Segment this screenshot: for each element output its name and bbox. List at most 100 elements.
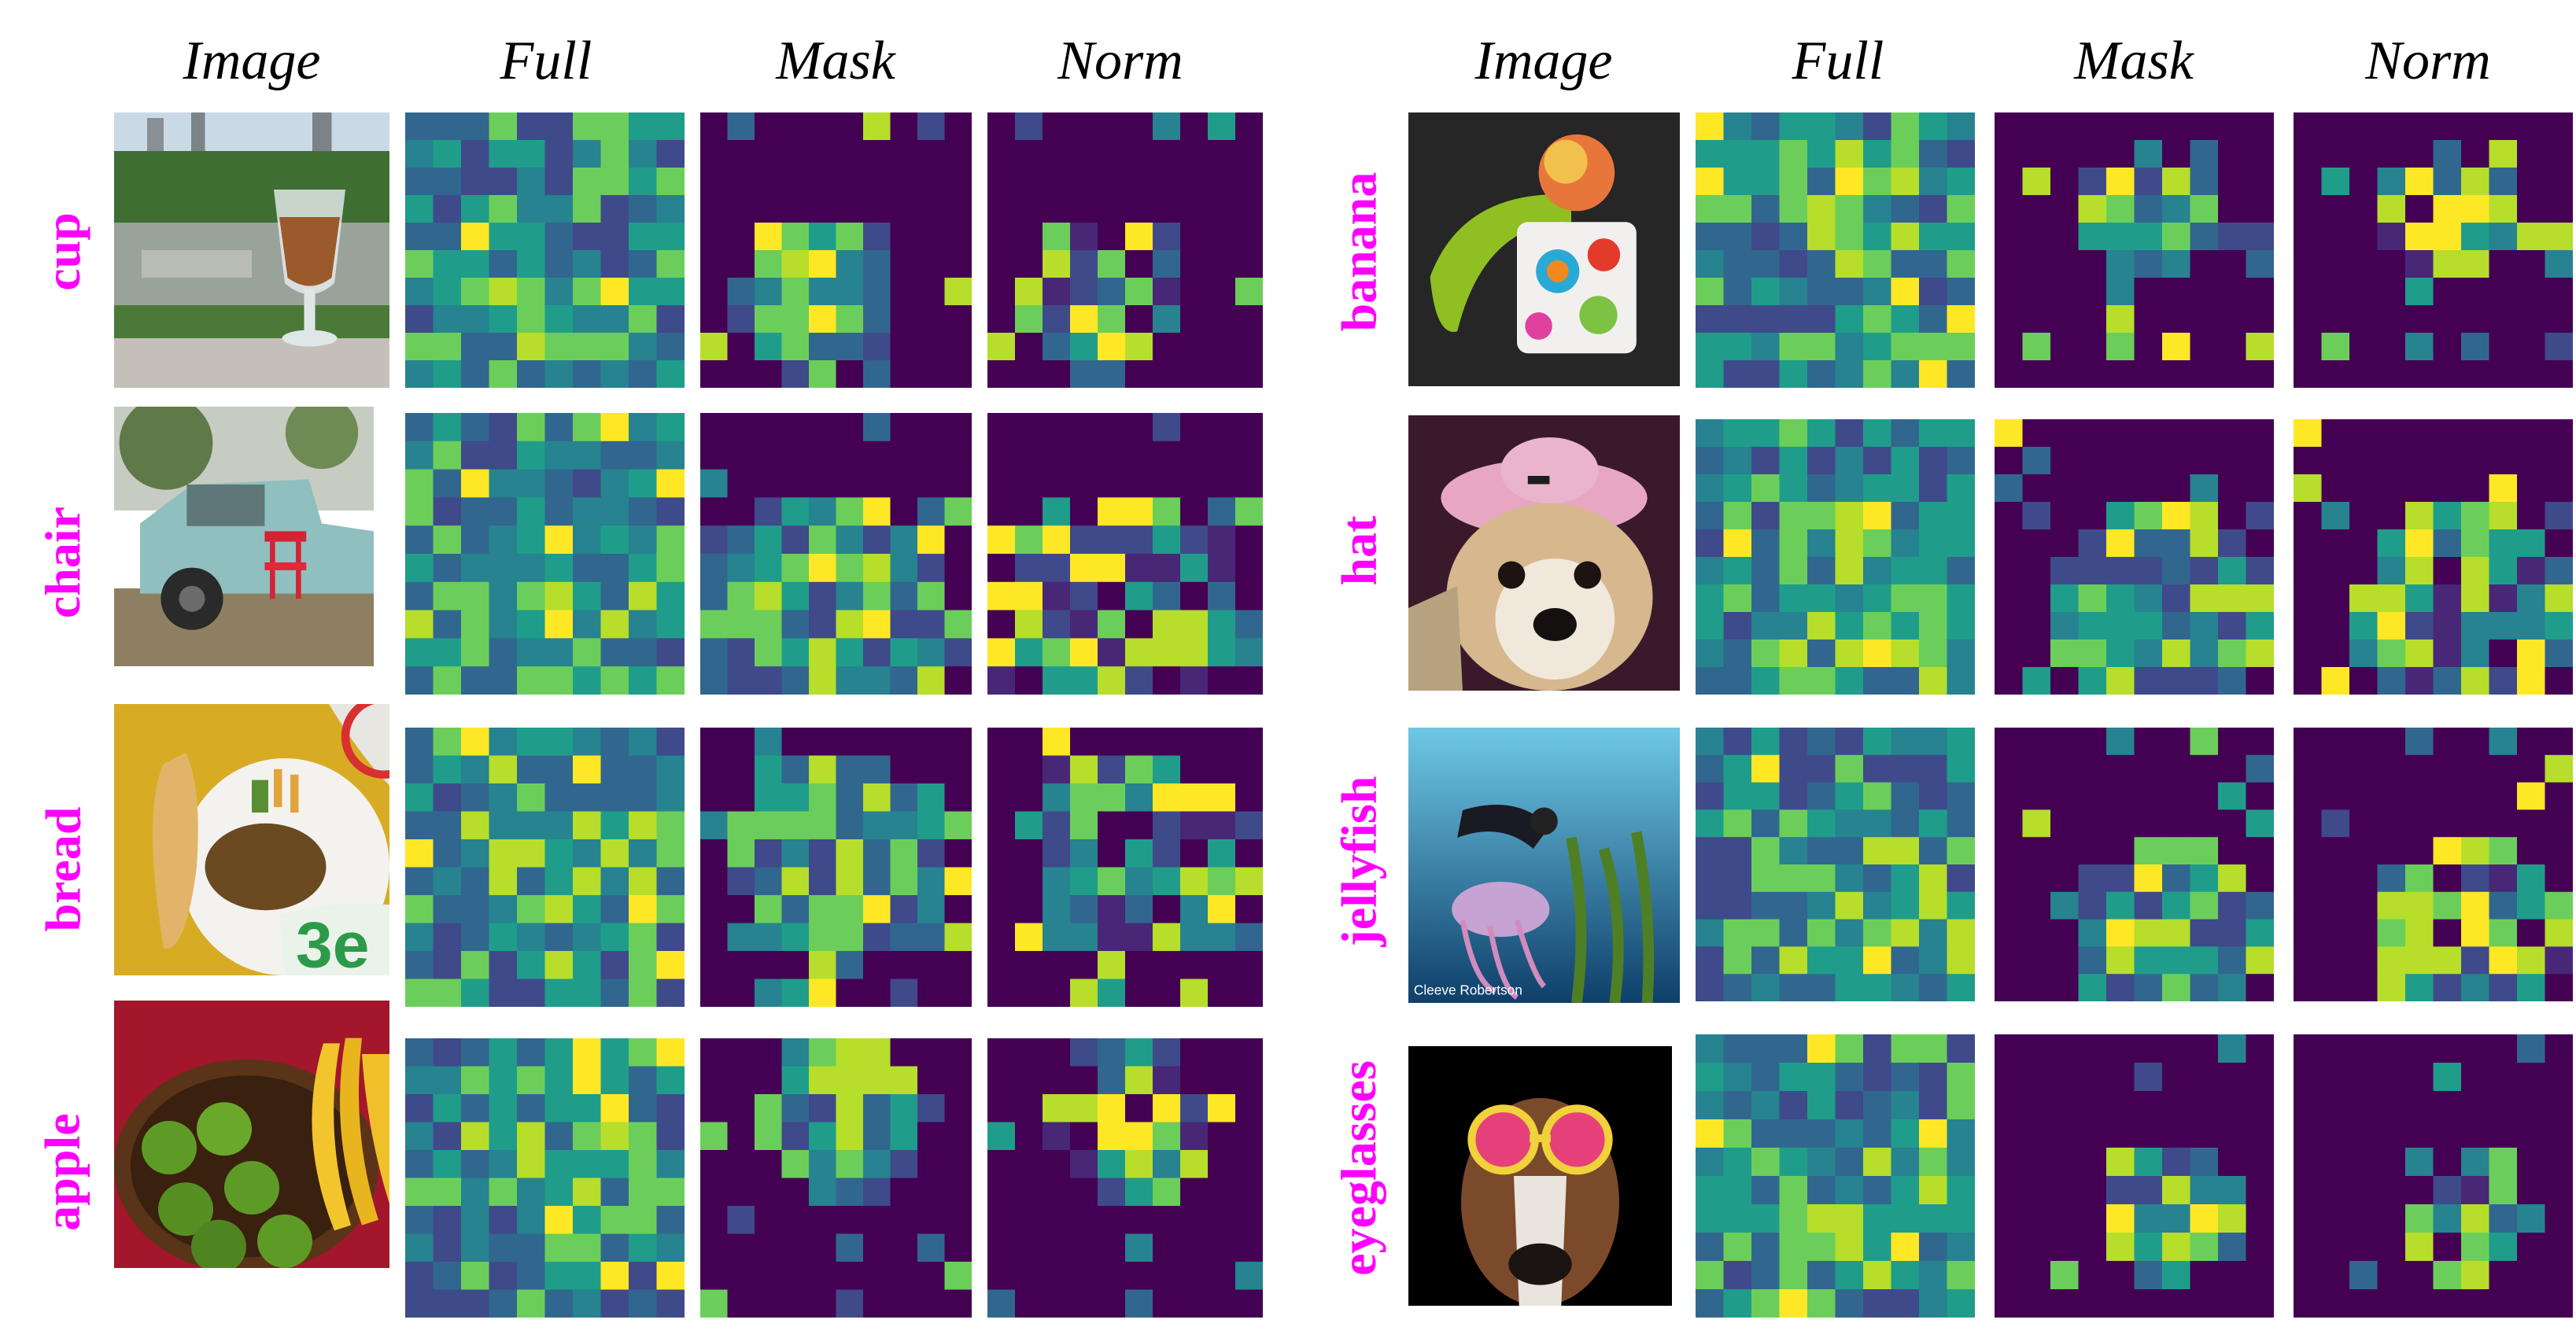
heatmap-cell xyxy=(2461,1119,2490,1148)
heatmap-cell xyxy=(863,1289,891,1318)
heatmap-cell xyxy=(2405,529,2434,558)
heatmap-cell xyxy=(2545,447,2573,475)
heatmap-cell xyxy=(2218,891,2247,920)
heatmap-cell xyxy=(1779,140,1808,168)
heatmap-cell xyxy=(544,581,574,611)
heatmap-cell xyxy=(2106,782,2135,811)
heatmap-cell xyxy=(2246,864,2274,893)
heatmap-cell xyxy=(2162,168,2191,196)
heatmap-cell xyxy=(1235,1262,1263,1291)
heatmap-cell xyxy=(1208,895,1236,924)
heatmap-cell xyxy=(2433,333,2462,361)
heatmap-cell xyxy=(755,360,783,388)
heatmap-cell xyxy=(863,440,891,470)
heatmap-cell xyxy=(1891,223,1920,251)
heatmap-cell xyxy=(2294,1204,2323,1233)
heatmap-cell xyxy=(1751,168,1781,196)
heatmap-cell xyxy=(1153,1038,1181,1067)
heatmap-canvas xyxy=(2294,112,2573,388)
heatmap-cell xyxy=(2461,557,2490,585)
heatmap-cell xyxy=(544,610,574,640)
heatmap-cell xyxy=(1153,413,1181,442)
heatmap-cell xyxy=(944,1178,972,1207)
heatmap-cell xyxy=(2433,754,2462,783)
heatmap-cell xyxy=(1919,1233,1948,1262)
heatmap-cell xyxy=(2162,974,2191,1001)
heatmap-cell xyxy=(1098,1038,1126,1067)
heatmap-cell xyxy=(2246,728,2274,756)
heatmap-cell xyxy=(1153,581,1181,611)
heatmap-cell xyxy=(2106,278,2135,306)
heatmap-cell xyxy=(2377,667,2406,695)
heatmap-norm xyxy=(987,112,1263,388)
heatmap-cell xyxy=(2517,782,2546,811)
heatmap-cell xyxy=(2022,112,2051,141)
heatmap-cell xyxy=(629,525,658,555)
heatmap-cell xyxy=(1891,1261,1920,1290)
heatmap-cell xyxy=(1751,1261,1781,1290)
heatmap-cell xyxy=(489,1038,518,1067)
heatmap-cell xyxy=(461,895,490,924)
heatmap-cell xyxy=(2022,1063,2051,1092)
heatmap-cell xyxy=(1098,638,1126,667)
heatmap-cell xyxy=(1208,1262,1236,1291)
heatmap-cell xyxy=(433,923,462,952)
heatmap-cell xyxy=(2349,1091,2379,1120)
heatmap-cell xyxy=(1863,223,1892,251)
heatmap-cell xyxy=(2106,1119,2135,1148)
heatmap-cell xyxy=(1153,923,1181,952)
heatmap-cell xyxy=(1723,168,1752,196)
heatmap-cell xyxy=(863,413,891,442)
heatmap-cell xyxy=(2517,1119,2546,1148)
heatmap-cell xyxy=(1070,951,1098,980)
heatmap-cell xyxy=(2489,223,2518,251)
heatmap-cell xyxy=(1835,1034,1864,1063)
heatmap-cell xyxy=(405,811,434,840)
heatmap-cell xyxy=(2349,809,2379,838)
heatmap-cell xyxy=(1919,1261,1948,1290)
heatmap-cell xyxy=(1863,360,1892,388)
heatmap-cell xyxy=(2349,612,2379,640)
heatmap-cell xyxy=(1947,640,1975,668)
heatmap-cell xyxy=(2405,837,2434,865)
heatmap-cell xyxy=(1723,667,1752,695)
heatmap-cell xyxy=(1043,1150,1071,1179)
heatmap-cell xyxy=(1807,754,1836,783)
heatmap-cell xyxy=(2461,640,2490,668)
heatmap-cell xyxy=(2489,474,2518,503)
heatmap-cell xyxy=(2349,223,2379,251)
heatmap-cell xyxy=(1995,946,2024,975)
heatmap-cell xyxy=(2022,754,2051,783)
heatmap-cell xyxy=(1919,333,1948,361)
heatmap-cell xyxy=(1208,1206,1236,1235)
heatmap-cell xyxy=(2246,305,2274,334)
heatmap-cell xyxy=(836,1094,864,1123)
heatmap-cell xyxy=(836,140,864,168)
heatmap-cell xyxy=(573,413,602,442)
heatmap-cell xyxy=(1919,612,1948,640)
heatmap-cell xyxy=(629,783,658,813)
heatmap-cell xyxy=(700,469,729,499)
heatmap-cell xyxy=(600,440,629,470)
heatmap-cell xyxy=(2294,195,2323,223)
heatmap-cell xyxy=(781,755,810,784)
heatmap-cell xyxy=(700,1150,729,1179)
heatmap-cell xyxy=(1180,581,1209,611)
heatmap-cell xyxy=(2517,1034,2546,1063)
heatmap-cell xyxy=(727,525,755,555)
heatmap-cell xyxy=(656,140,685,168)
heatmap-cell xyxy=(836,783,864,813)
heatmap-cell xyxy=(809,979,837,1007)
heatmap-cell xyxy=(1863,1289,1892,1318)
heatmap-cell xyxy=(1807,502,1836,530)
heatmap-cell xyxy=(836,195,864,223)
heatmap-cell xyxy=(2461,305,2490,334)
heatmap-cell xyxy=(2134,1148,2163,1177)
heatmap-cell xyxy=(405,1262,434,1291)
heatmap-cell xyxy=(1919,223,1948,251)
heatmap-cell xyxy=(1835,1261,1864,1290)
heatmap-cell xyxy=(2162,223,2191,251)
heatmap-cell xyxy=(1947,1148,1975,1177)
heatmap-cell xyxy=(1723,612,1752,640)
heatmap-cell xyxy=(517,951,546,980)
